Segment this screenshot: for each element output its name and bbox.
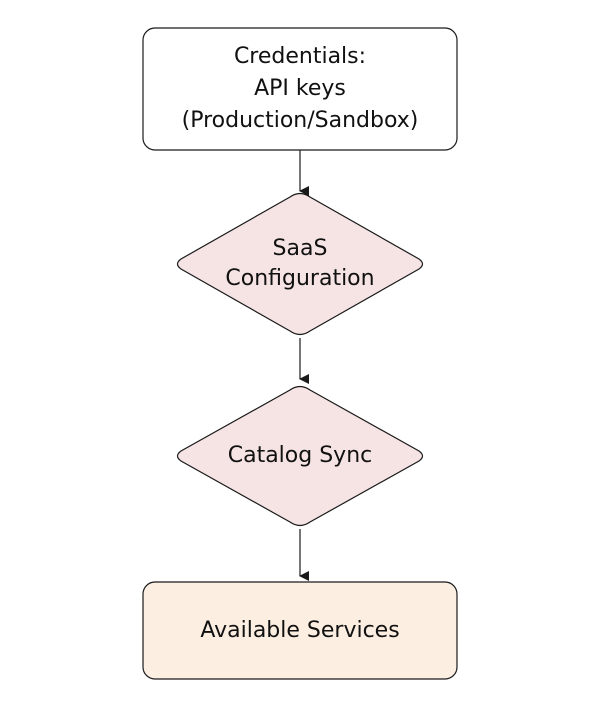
- credentials-label: Credentials: API keys (Production/Sandbo…: [143, 34, 457, 144]
- credentials-line-2: API keys: [254, 76, 346, 101]
- saas-configuration-line-1: SaaS: [272, 236, 328, 261]
- saas-configuration-label: SaaS Configuration: [176, 222, 424, 306]
- catalog-sync-label: Catalog Sync: [176, 426, 424, 486]
- catalog-sync-line-1: Catalog Sync: [227, 443, 373, 468]
- catalog-sync-diamond: [176, 385, 424, 527]
- credentials-line-3: (Production/Sandbox): [181, 108, 419, 133]
- available-services-box: [142, 581, 458, 680]
- credentials-line-1: Credentials:: [233, 44, 367, 69]
- available-services-label: Available Services: [143, 582, 457, 679]
- saas-configuration-line-2: Configuration: [225, 266, 375, 291]
- available-services-line-1: Available Services: [200, 617, 400, 643]
